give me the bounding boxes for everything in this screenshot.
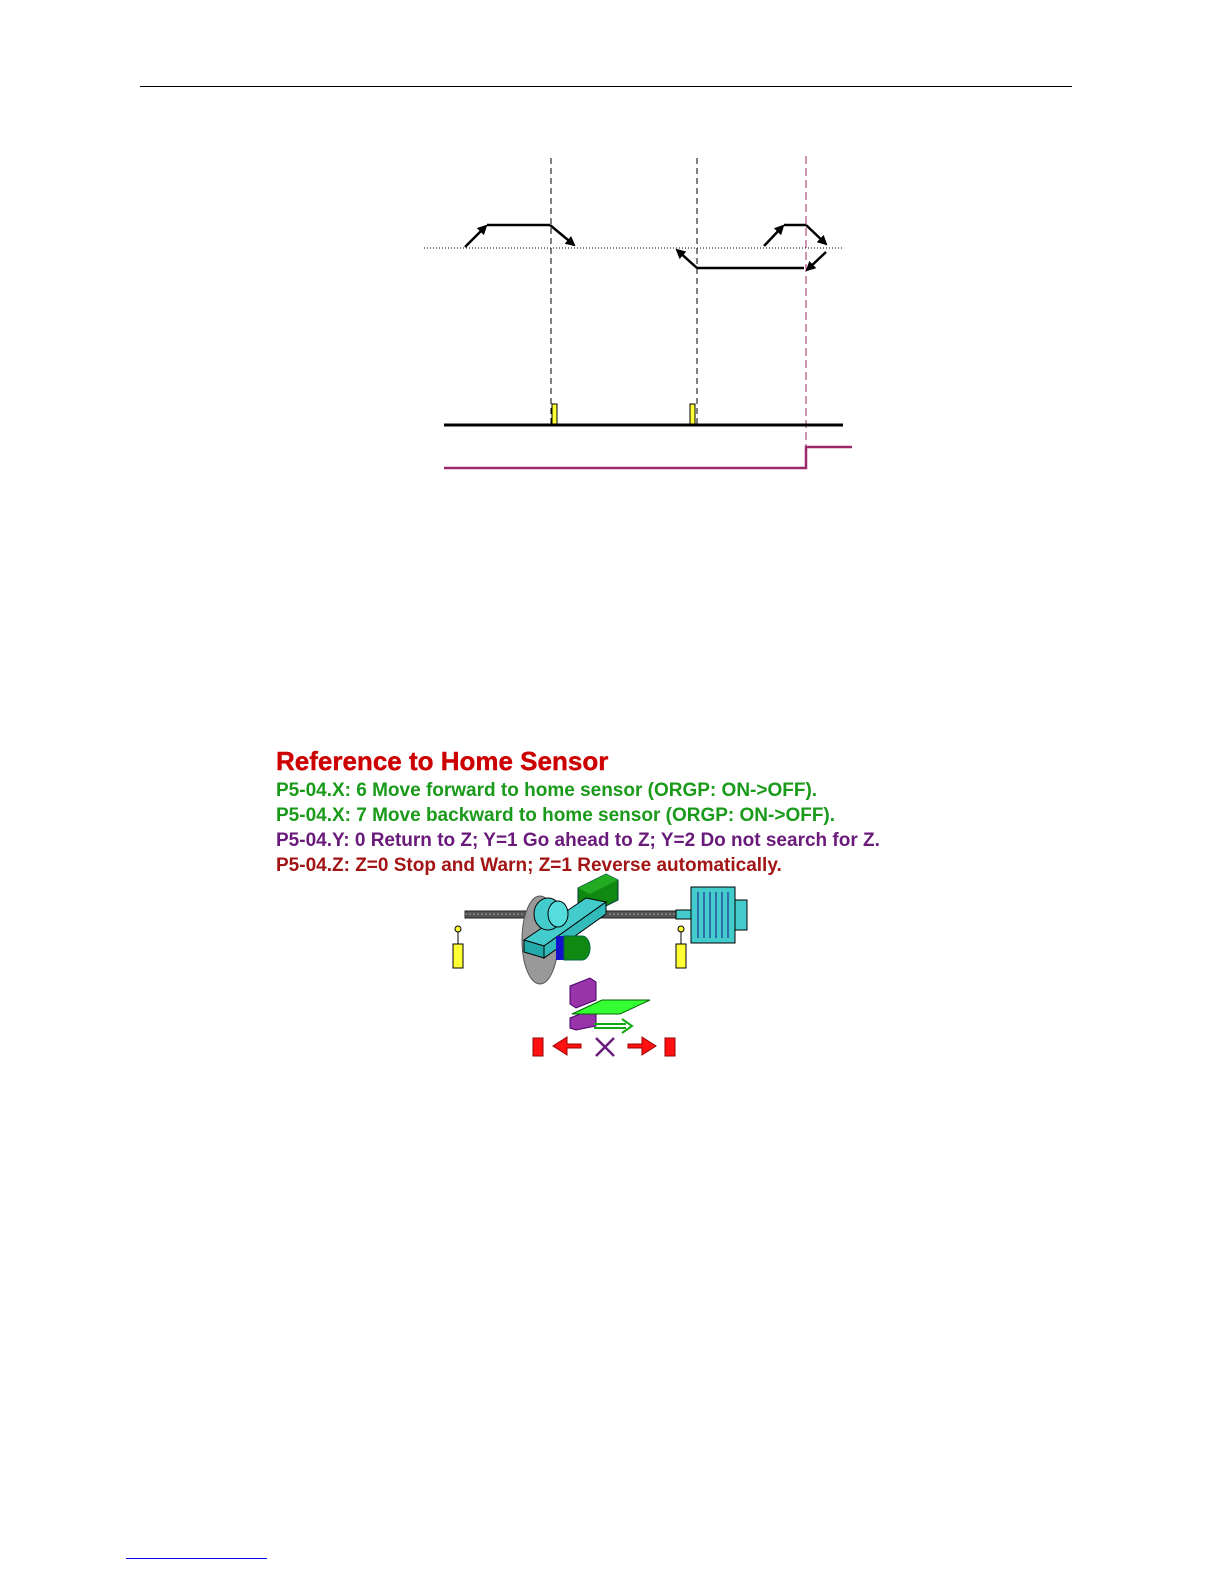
green-base	[564, 936, 590, 960]
limit-sensor-icon	[453, 926, 463, 968]
servo-motor-icon	[676, 887, 747, 943]
blue-block	[556, 936, 564, 960]
forward-arrow-icon	[594, 1019, 632, 1033]
purple-block	[570, 978, 596, 1008]
limit-sensor-icon	[676, 926, 686, 968]
mechanism-illustration	[0, 0, 1224, 1100]
direction-arrows-icon	[533, 1037, 675, 1056]
footer-rule	[126, 1558, 267, 1559]
